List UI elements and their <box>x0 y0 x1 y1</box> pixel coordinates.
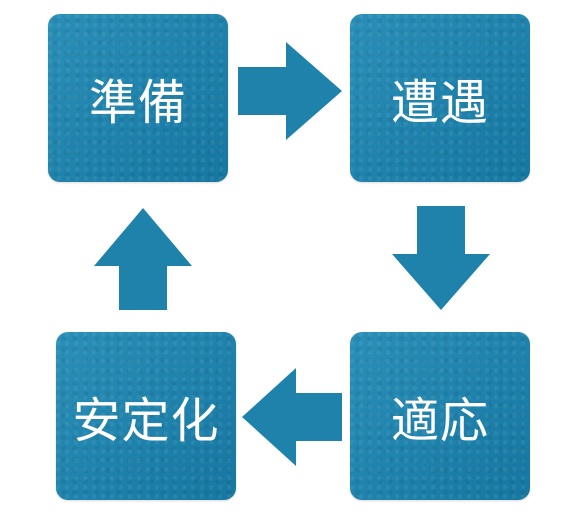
arrow-right-icon <box>238 42 342 140</box>
node-encounter-label: 遭遇 <box>390 75 489 131</box>
node-encounter: 遭遇 <box>350 14 530 182</box>
node-adaptation: 適応 <box>350 332 530 500</box>
node-stabilization-label: 安定化 <box>72 393 220 449</box>
node-preparation: 準備 <box>48 14 228 182</box>
node-adaptation-label: 適応 <box>390 393 489 449</box>
arrow-down-icon <box>392 206 490 310</box>
node-preparation-label: 準備 <box>88 75 187 131</box>
arrow-up-icon <box>94 208 192 310</box>
node-stabilization: 安定化 <box>56 332 236 500</box>
arrow-left-icon <box>242 368 342 466</box>
